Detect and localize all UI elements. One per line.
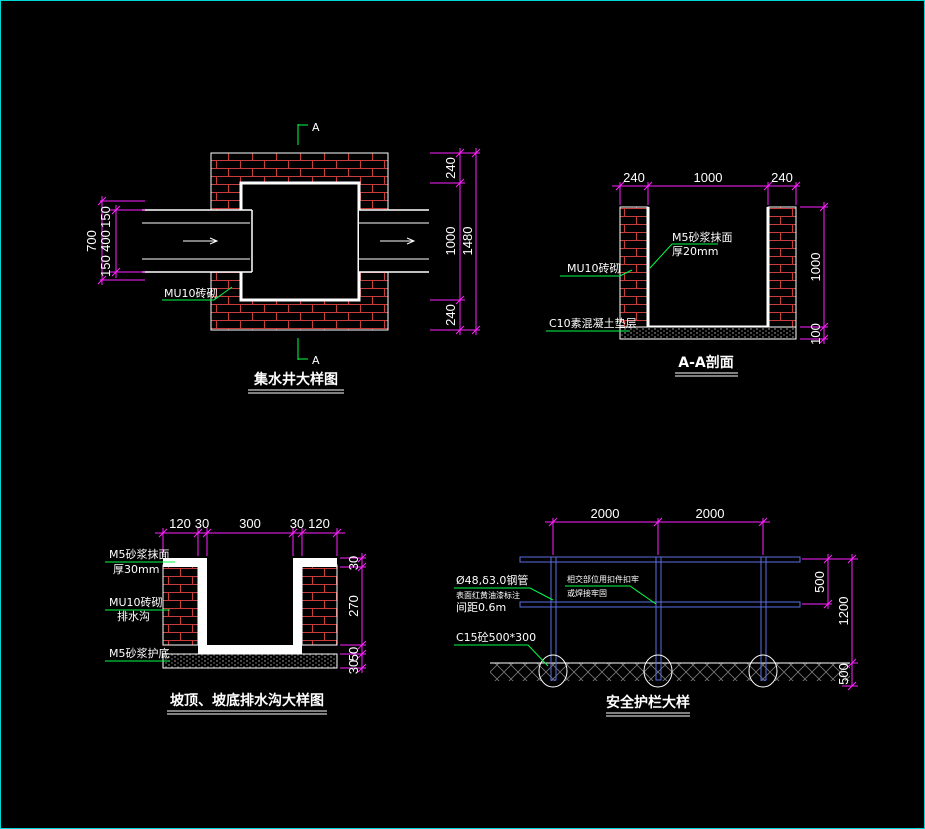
railing-post-1 xyxy=(550,556,557,681)
sump-dim-left-2: 400 xyxy=(98,230,113,252)
ditch-note-m5-base: M5砂浆护底 xyxy=(109,646,170,660)
railing-dim-right-3: 500 xyxy=(836,663,851,685)
sump-inner-pit xyxy=(239,181,361,302)
sump-dim-left-1: 150 xyxy=(98,206,113,228)
aa-dim-right-2: 100 xyxy=(808,323,823,345)
aa-right-wall xyxy=(767,206,797,328)
sump-dim-left-total: 700 xyxy=(84,230,99,252)
aa-note-c10: C10素混凝土垫层 xyxy=(549,316,637,330)
aa-note-m5-2: 厚20mm xyxy=(672,245,718,258)
sump-dim-right-3: 240 xyxy=(443,304,458,326)
ditch-left-wall xyxy=(162,564,199,646)
ditch-base xyxy=(162,653,338,669)
railing-dim-right-1: 500 xyxy=(812,571,827,593)
railing-post-3 xyxy=(760,556,767,681)
aa-concrete-base xyxy=(619,326,797,340)
section-mark-top: A xyxy=(312,121,320,134)
aa-dim-top-3: 240 xyxy=(771,170,793,185)
railing-mid-rail xyxy=(519,601,801,608)
ditch-mortar-lining xyxy=(163,558,337,654)
ditch-dim-top-1: 120 xyxy=(169,516,191,531)
sump-dim-right-2: 1000 xyxy=(443,227,458,256)
sump-title: 集水井大样图 xyxy=(253,371,338,388)
sump-plan: A A 240 1000 240 1480 150 400 150 700 MU… xyxy=(84,121,481,394)
railing-ground xyxy=(490,663,850,681)
railing-dim-top-2: 2000 xyxy=(696,506,725,521)
ditch-dim-top-4: 30 xyxy=(290,516,304,531)
sump-note-mu10: MU10砖砌 xyxy=(164,286,218,300)
sump-dim-right-total: 1480 xyxy=(460,227,475,256)
ditch-dim-top-3: 300 xyxy=(239,516,261,531)
ditch-dim-right-4: 30 xyxy=(346,660,361,674)
sump-dim-left-3: 150 xyxy=(98,255,113,277)
ditch-dim-top-2: 30 xyxy=(195,516,209,531)
aa-note-m5-1: M5砂浆抹面 xyxy=(672,230,733,244)
railing-detail: 2000 2000 500 1200 500 Ø48,δ3.0钢管 表面红黄油漆… xyxy=(454,506,858,717)
railing-footing-1 xyxy=(538,654,568,688)
ditch-dim-right-3: 50 xyxy=(346,647,361,661)
ditch-title: 坡顶、坡底排水沟大样图 xyxy=(170,692,324,709)
railing-dim-right-2: 1200 xyxy=(836,597,851,626)
railing-title: 安全护栏大样 xyxy=(606,694,690,711)
section-mark-bottom: A xyxy=(312,354,320,367)
sump-dim-right-1: 240 xyxy=(443,157,458,179)
ditch-note-m5-1: M5砂浆抹面 xyxy=(109,547,170,561)
ditch-dim-top-5: 120 xyxy=(308,516,330,531)
railing-top-rail xyxy=(519,556,801,563)
ditch-dim-right-2: 270 xyxy=(346,595,361,617)
ditch-note-mu10-2: 排水沟 xyxy=(117,609,150,623)
railing-note-joint-2: 或焊接牢固 xyxy=(567,588,607,598)
railing-note-pipe-3: 间距0.6m xyxy=(456,601,506,614)
aa-dim-top-1: 240 xyxy=(623,170,645,185)
railing-note-pipe-2: 表面红黄油漆标注 xyxy=(456,590,520,600)
aa-dim-top-2: 1000 xyxy=(694,170,723,185)
railing-note-c15: C15砼500*300 xyxy=(456,631,536,644)
ditch-note-mu10-1: MU10砖砌 xyxy=(109,595,163,609)
aa-title: A-A剖面 xyxy=(678,354,733,371)
aa-left-wall xyxy=(619,206,649,328)
railing-dim-top-1: 2000 xyxy=(591,506,620,521)
railing-footing-2 xyxy=(643,654,673,688)
ditch-dim-right-1: 30 xyxy=(346,556,361,570)
railing-footing-3 xyxy=(748,654,778,688)
railing-note-pipe-1: Ø48,δ3.0钢管 xyxy=(456,573,528,587)
aa-dim-right-1: 1000 xyxy=(808,253,823,282)
railing-note-joint-1: 相交部位用扣件扣牢 xyxy=(567,574,639,584)
aa-note-mu10: MU10砖砌 xyxy=(567,261,621,275)
ditch-detail: 120 30 300 30 120 30 270 50 30 M5砂浆抹面 厚3… xyxy=(105,516,367,715)
ditch-right-wall xyxy=(301,564,338,646)
section-aa: 240 1000 240 1000 100 M5砂浆抹面 厚20mm MU10砖… xyxy=(546,170,829,377)
ditch-note-m5-2: 厚30mm xyxy=(113,563,159,576)
railing-post-2 xyxy=(655,556,662,681)
